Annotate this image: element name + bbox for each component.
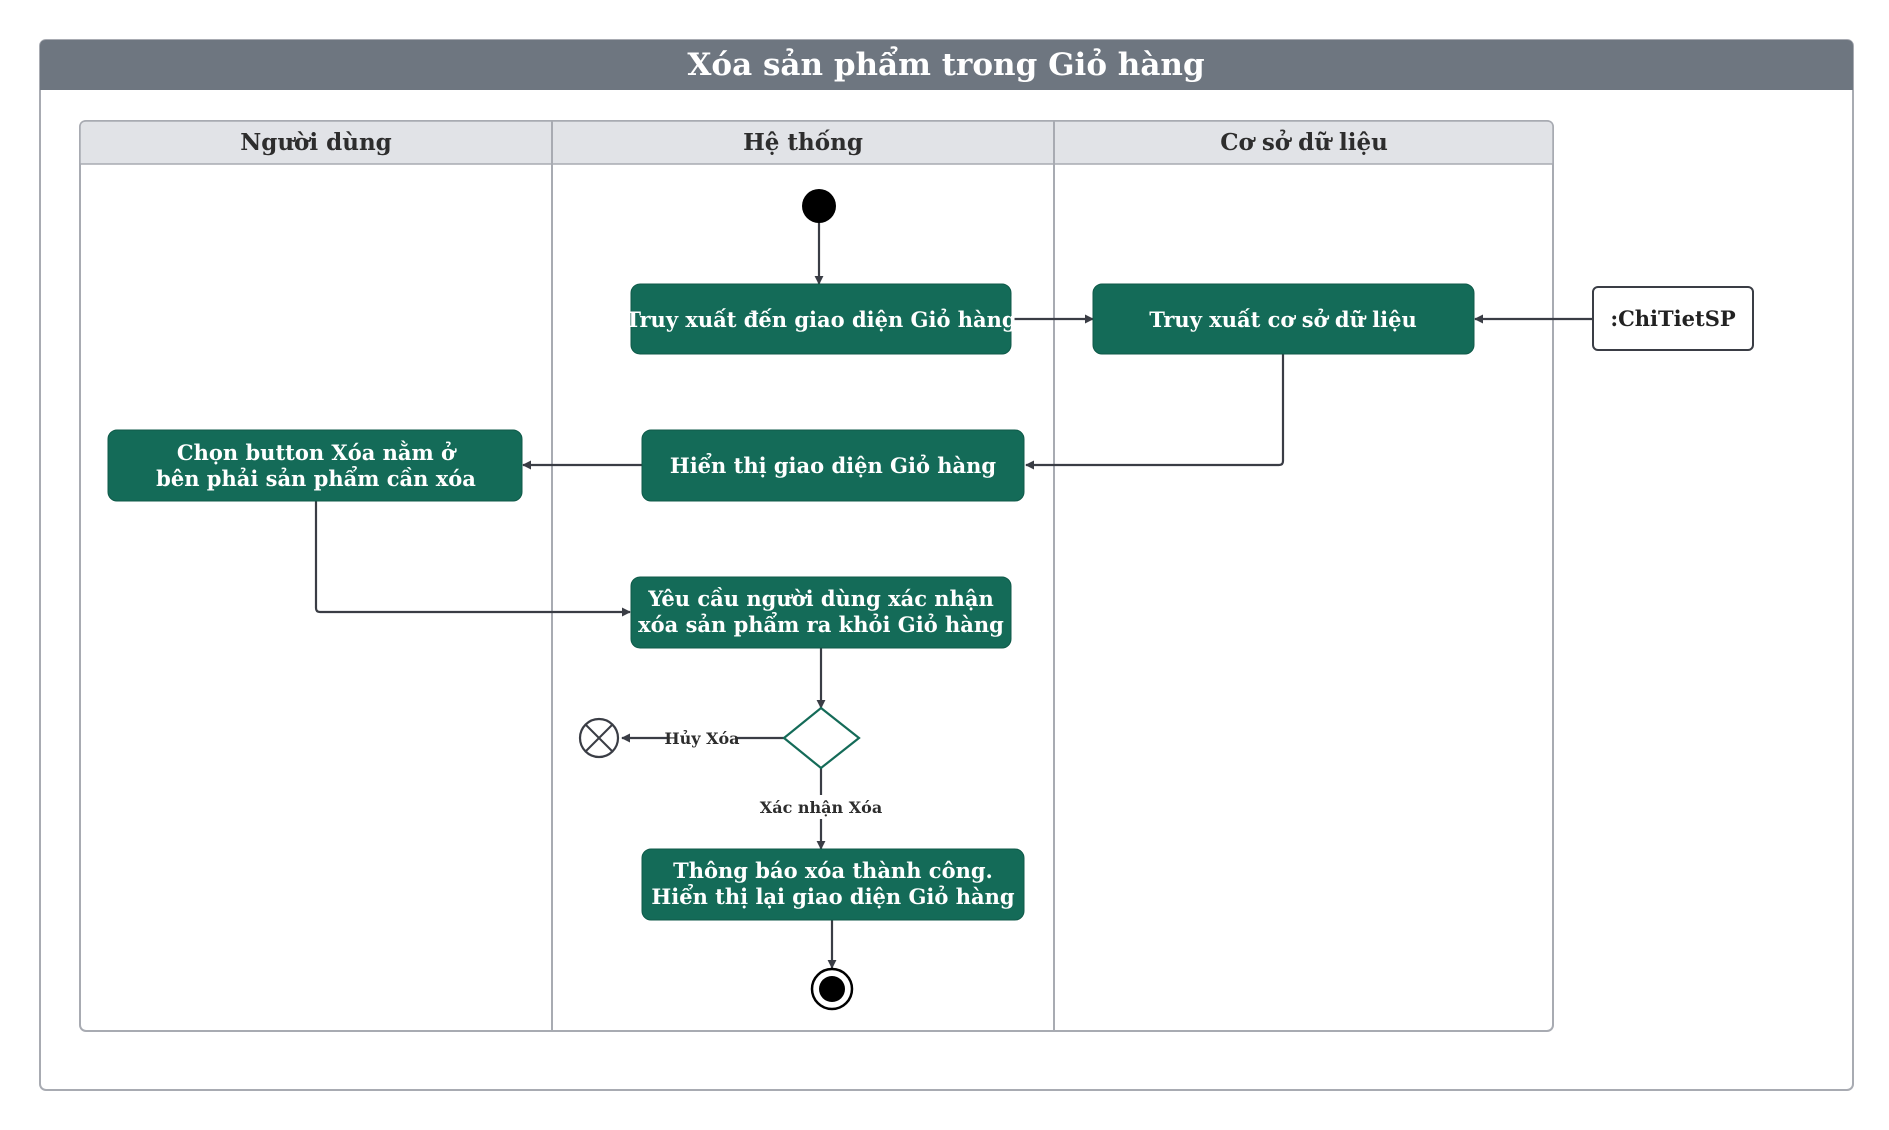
edge-choose-to-confirm bbox=[314, 501, 631, 617]
activity-notify-success: Thông báo xóa thành công. Hiển thị lại g… bbox=[641, 848, 1025, 921]
guard-confirm-label: Xác nhận Xóa bbox=[760, 798, 882, 817]
guard-label-bg bbox=[669, 726, 735, 750]
activity-label: Thông báo xóa thành công. bbox=[673, 858, 993, 883]
activity-retrieve-cart-ui: Truy xuất đến giao diện Giỏ hàng bbox=[625, 283, 1017, 355]
lane-header-system: Hệ thống bbox=[743, 129, 863, 156]
title-bar bbox=[40, 40, 1853, 90]
activity-label: xóa sản phẩm ra khỏi Giỏ hàng bbox=[638, 612, 1004, 637]
lane-header-user: Người dùng bbox=[240, 129, 392, 156]
object-node-chitietsp: :ChiTietSP bbox=[1592, 286, 1754, 351]
lane-header-database: Cơ sở dữ liệu bbox=[1220, 129, 1388, 156]
guard-cancel-label: Hủy Xóa bbox=[664, 729, 739, 748]
activity-retrieve-db: Truy xuất cơ sở dữ liệu bbox=[1092, 283, 1475, 355]
decision-node bbox=[782, 706, 861, 770]
activity-show-cart-ui: Hiển thị giao diện Giỏ hàng bbox=[641, 429, 1025, 502]
object-node-label: :ChiTietSP bbox=[1610, 306, 1736, 331]
guard-label-bg bbox=[764, 795, 878, 819]
diagram-title: Xóa sản phẩm trong Giỏ hàng bbox=[687, 44, 1204, 83]
activity-final-node bbox=[810, 967, 854, 1011]
activity-confirm-request: Yêu cầu người dùng xác nhận xóa sản phẩm… bbox=[630, 576, 1012, 649]
activity-label: Yêu cầu người dùng xác nhận bbox=[647, 586, 993, 611]
lane-header-bar bbox=[79, 120, 1554, 165]
activity-label: Truy xuất đến giao diện Giỏ hàng bbox=[625, 307, 1017, 332]
edge-db-to-show-cart bbox=[1025, 354, 1285, 470]
activity-choose-delete: Chọn button Xóa nằm ở bên phải sản phẩm … bbox=[107, 429, 523, 502]
flow-edges bbox=[314, 222, 1593, 969]
initial-node bbox=[802, 189, 836, 223]
activity-label: Chọn button Xóa nằm ở bbox=[177, 440, 457, 465]
flow-final-node bbox=[578, 717, 620, 759]
activity-label: Truy xuất cơ sở dữ liệu bbox=[1149, 307, 1416, 332]
activity-label: bên phải sản phẩm cần xóa bbox=[156, 466, 476, 491]
activity-label: Hiển thị lại giao diện Giỏ hàng bbox=[651, 884, 1014, 909]
activity-label: Hiển thị giao diện Giỏ hàng bbox=[670, 453, 997, 478]
